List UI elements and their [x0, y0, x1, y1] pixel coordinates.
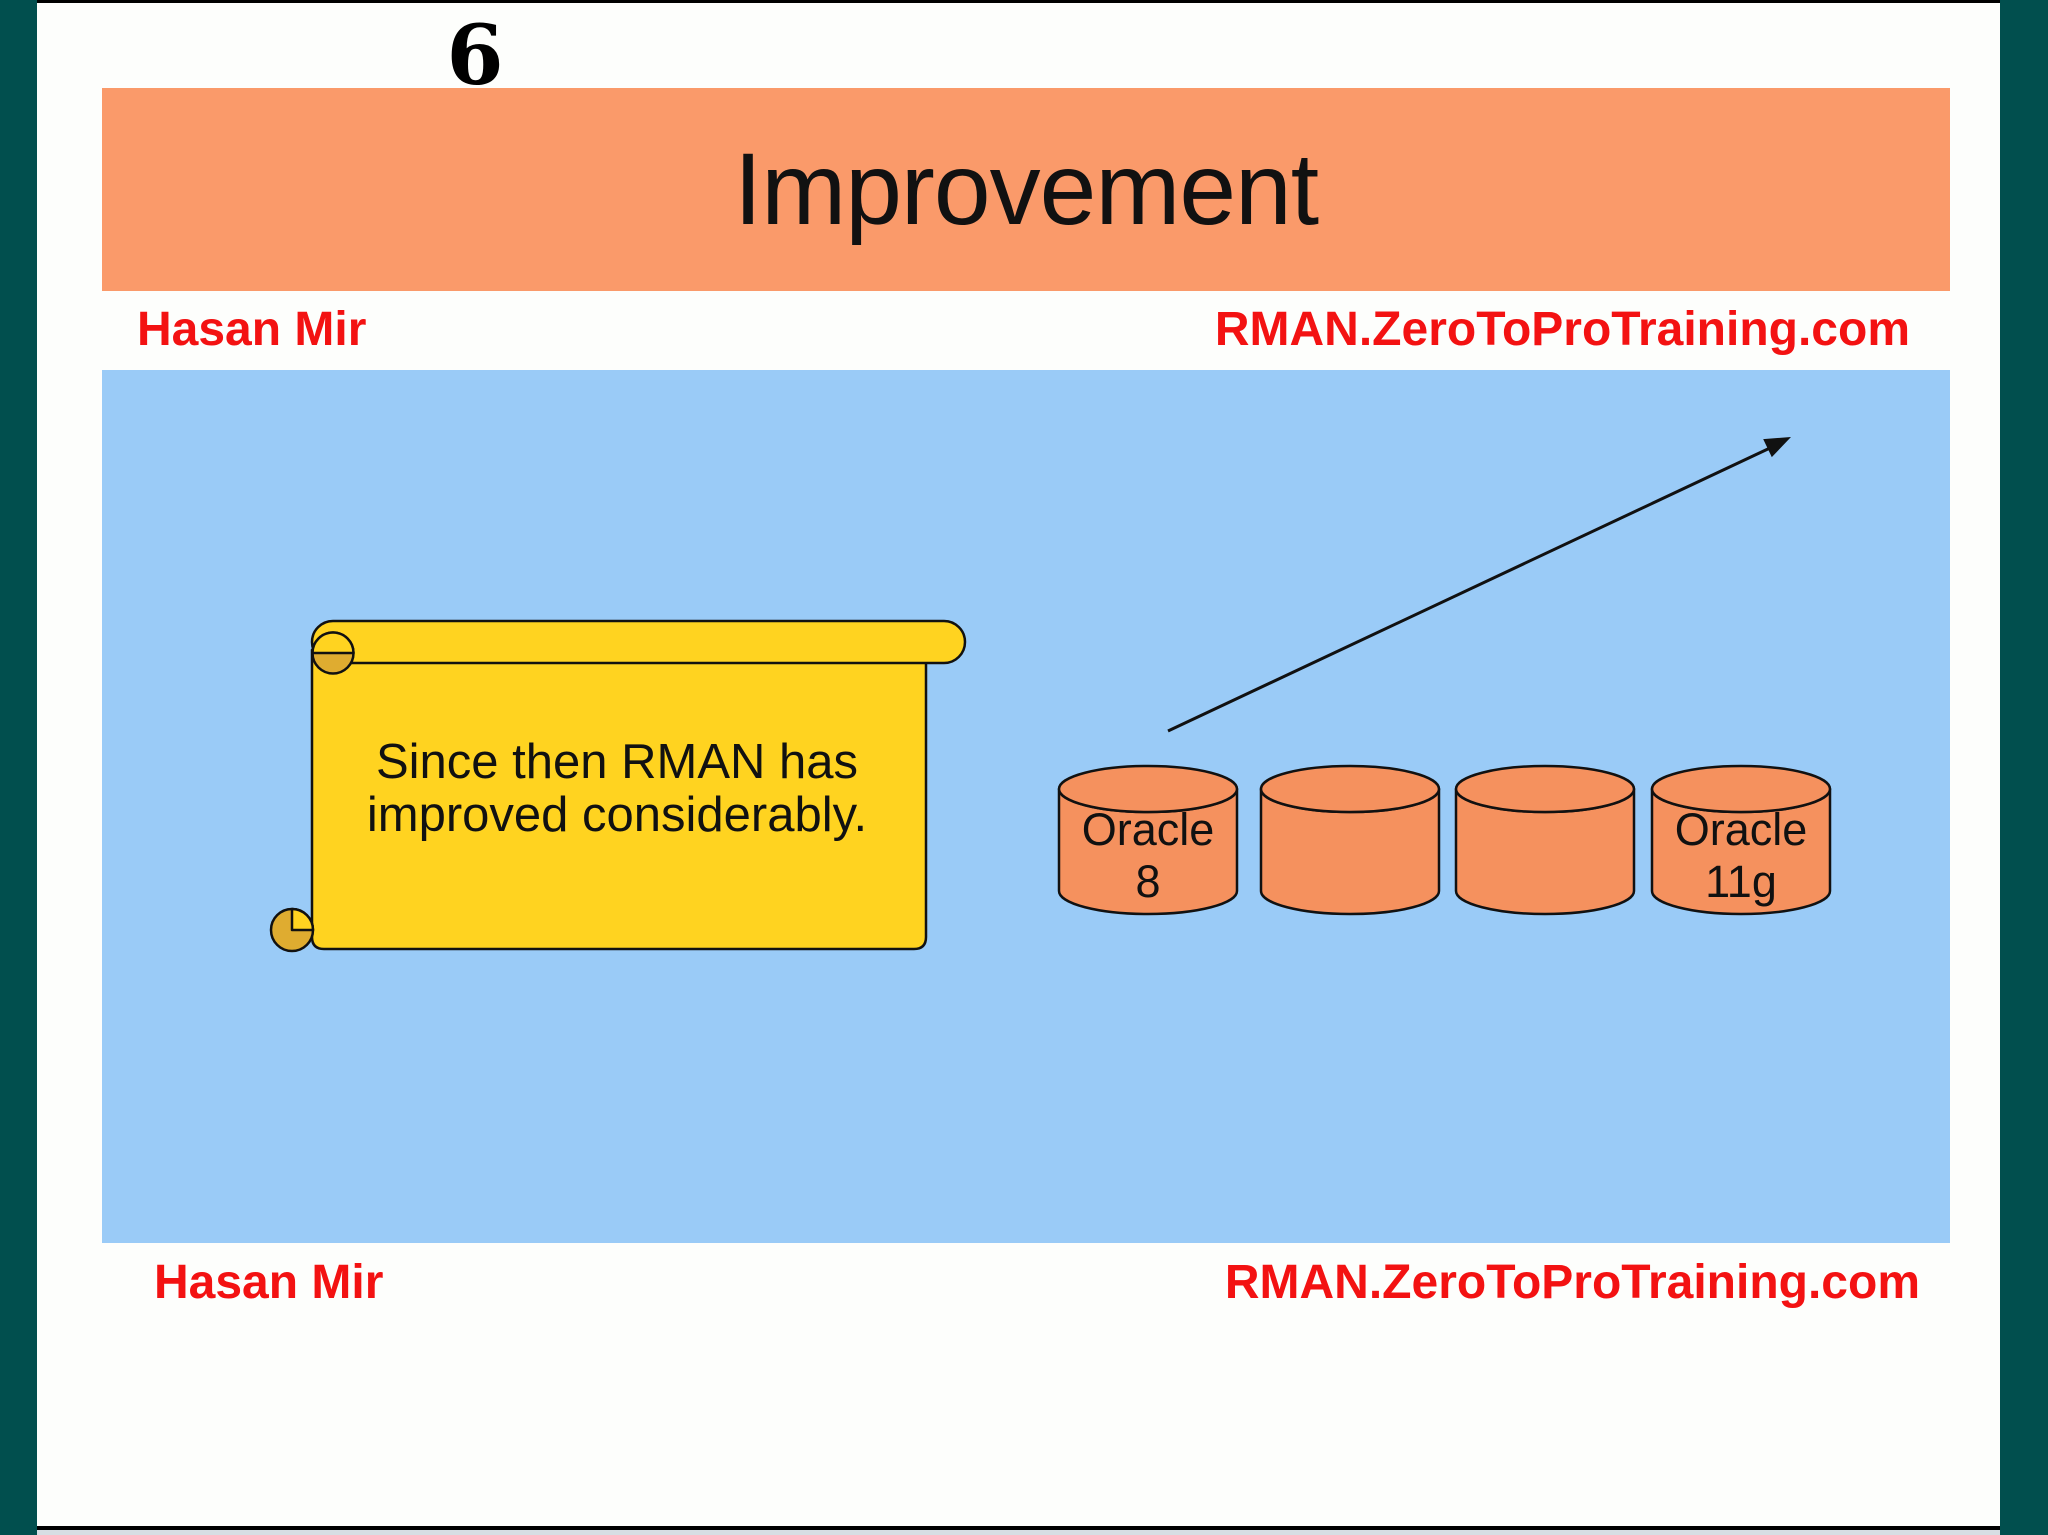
byline-bottom: Hasan Mir RMAN.ZeroToProTraining.com: [102, 1248, 1950, 1316]
right-border: [2000, 0, 2048, 1535]
author-name: Hasan Mir: [137, 302, 367, 356]
website-url: RMAN.ZeroToProTraining.com: [1214, 302, 1910, 356]
scroll-curl-top: [311, 631, 355, 675]
scroll-roll: [310, 619, 967, 665]
database-cylinder-3: [1454, 764, 1636, 916]
bottom-edge-line: [37, 1526, 2000, 1530]
growth-arrow-icon: [1167, 437, 1791, 733]
byline-top: Hasan Mir RMAN.ZeroToProTraining.com: [102, 295, 1950, 363]
database-cylinder-2: [1259, 764, 1441, 916]
scroll-shape: Since then RMAN has improved considerabl…: [269, 619, 967, 953]
database-cylinder-oracle8: Oracle 8: [1057, 764, 1239, 916]
scroll-note-line1: Since then RMAN has: [376, 735, 858, 789]
cylinder-label-line1: Oracle: [1082, 804, 1215, 855]
bottom-edge-strip: [37, 1530, 2000, 1535]
database-cylinder-oracle11g: Oracle 11g: [1650, 764, 1832, 916]
top-edge-line: [37, 0, 2000, 3]
cylinder-label-line2: 8: [1135, 856, 1160, 907]
author-name: Hasan Mir: [154, 1255, 384, 1309]
title-band: Improvement: [102, 88, 1950, 291]
cylinder-label-line2: 11g: [1705, 856, 1777, 907]
slide-title: Improvement: [733, 132, 1319, 246]
left-border: [0, 0, 37, 1535]
cylinder-label-line1: Oracle: [1675, 804, 1808, 855]
website-url: RMAN.ZeroToProTraining.com: [1224, 1255, 1920, 1309]
scroll-note-line2: improved considerably.: [367, 788, 867, 842]
scroll-curl-bottom: [269, 907, 315, 953]
scroll-body: [310, 648, 928, 951]
